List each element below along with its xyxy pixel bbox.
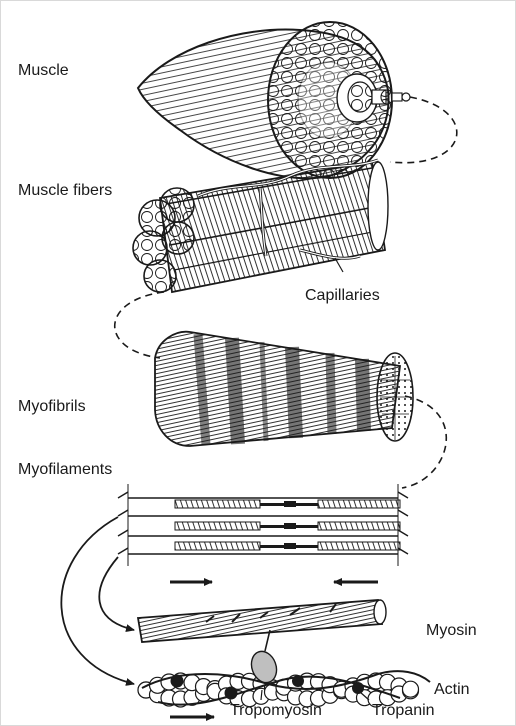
label-myosin: Myosin xyxy=(426,623,477,639)
label-muscle-fibers: Muscle fibers xyxy=(18,183,112,199)
muscle-drawing xyxy=(138,22,410,178)
label-myofibrils: Myofibrils xyxy=(18,399,86,415)
label-tropanin: Tropanin xyxy=(372,703,435,719)
label-actin: Actin xyxy=(434,682,470,698)
label-muscle: Muscle xyxy=(18,63,69,79)
myofilaments-drawing xyxy=(118,484,408,582)
flow-arrows xyxy=(61,517,134,684)
label-myofilaments: Myofilaments xyxy=(18,462,112,478)
label-tropomyosin: Tropomyosin xyxy=(230,703,322,719)
actin-bead xyxy=(403,681,419,697)
label-capillaries: Capillaries xyxy=(305,288,380,304)
myosin-drawing xyxy=(138,600,386,642)
muscle-fibers-drawing xyxy=(133,160,388,292)
myofibrils-drawing xyxy=(155,332,413,446)
